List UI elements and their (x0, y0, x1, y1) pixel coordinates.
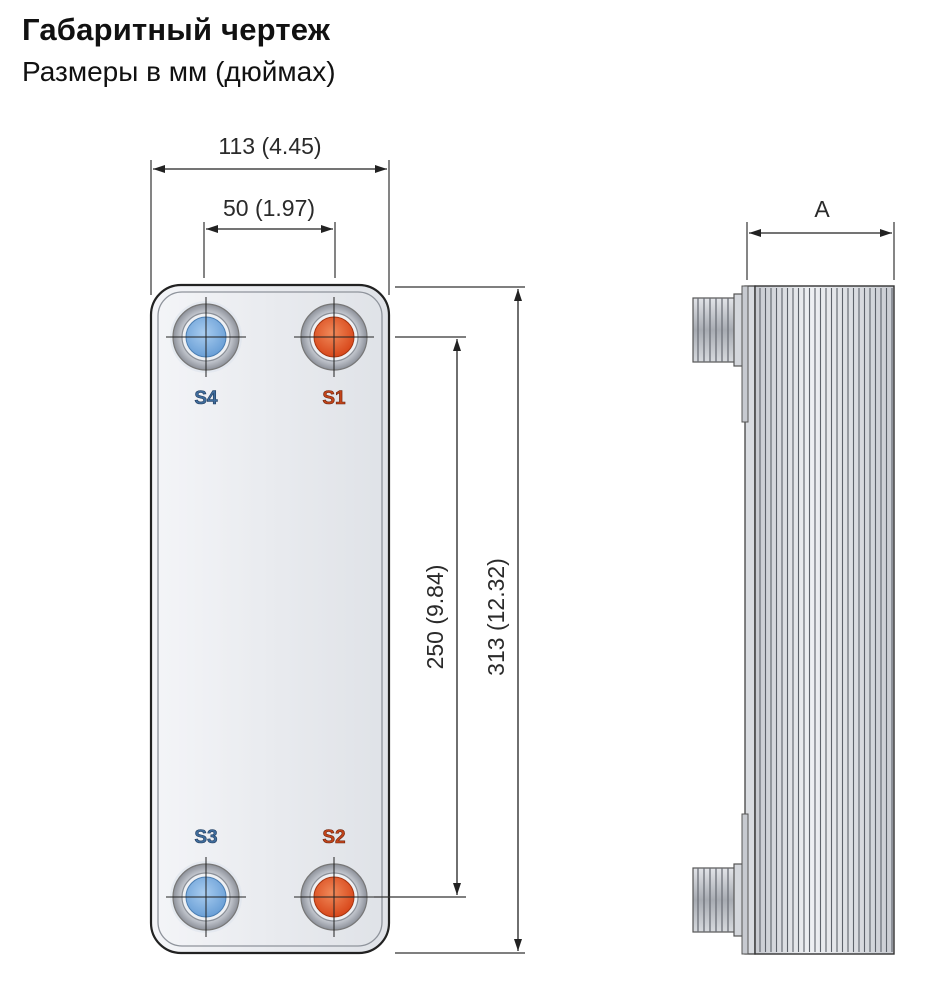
plate-lines (759, 288, 893, 952)
plate-outline-inner (157, 291, 383, 947)
port-s2 (294, 857, 374, 937)
front-view: 113 (4.45) 50 (1.97) S4 S1 S3 S2 (149, 133, 525, 955)
page-title: Габаритный чертеж (22, 12, 330, 47)
dim-label-overall-height: 313 (12.32) (483, 558, 509, 676)
plate-outline-outer (149, 283, 391, 955)
threaded-connection-bottom (692, 863, 746, 937)
page-subtitle: Размеры в мм (дюймах) (22, 56, 336, 87)
port-s3 (166, 857, 246, 937)
port-label-s3: S3 (194, 827, 217, 848)
dim-label-overall-width: 113 (4.45) (218, 133, 321, 159)
side-view: A (692, 196, 895, 955)
port-s4 (166, 297, 246, 377)
threaded-connection-top (692, 293, 746, 367)
port-label-s4: S4 (194, 388, 218, 409)
dim-label-port-spacing-h: 50 (1.97) (223, 195, 315, 221)
port-label-s1: S1 (322, 388, 346, 409)
cover-bracket-bottom (741, 813, 749, 955)
dim-label-depth: A (814, 196, 830, 222)
cover-bracket-top (741, 285, 749, 423)
dim-label-port-spacing-v: 250 (9.84) (422, 565, 448, 670)
port-s1 (294, 297, 374, 377)
plate-pack (754, 285, 895, 955)
port-label-s2: S2 (322, 827, 345, 848)
